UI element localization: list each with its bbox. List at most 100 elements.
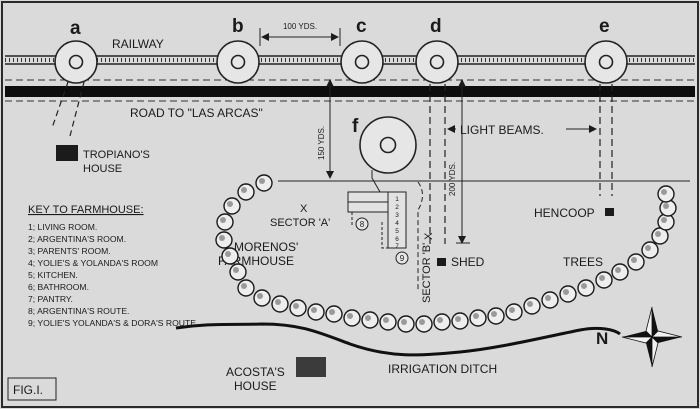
room-number: 6	[395, 236, 399, 243]
key-item: 5; KITCHEN.	[28, 270, 78, 280]
acosta-label-2: HOUSE	[234, 379, 277, 393]
light-station-e	[584, 40, 628, 84]
tree-shade	[227, 201, 233, 207]
station-d-label: d	[430, 16, 442, 37]
trees-label: TREES	[563, 255, 603, 269]
tropiano-label-1: TROPIANO'S	[83, 149, 150, 161]
station-a-label: a	[70, 18, 81, 39]
tree-shade	[527, 301, 533, 307]
key-item: 7; PANTRY.	[28, 294, 73, 304]
route-8-label: 8	[360, 220, 365, 229]
room-number: 1	[395, 196, 399, 203]
tree-shade	[545, 295, 551, 301]
tree-shade	[661, 189, 667, 195]
tree-shade	[419, 319, 425, 325]
key-item: 4; YOLIE'S & YOLANDA'S ROOM	[28, 258, 158, 268]
distance-100-label: 100 YDS.	[283, 22, 317, 31]
room-numbers: 1 2 3 4 5 6 7	[395, 196, 399, 250]
route-8-marker	[355, 217, 369, 231]
tree-shade	[311, 307, 317, 313]
tree-shade	[615, 267, 621, 273]
tropiano-label-2: HOUSE	[83, 163, 122, 175]
figure-label-box	[7, 377, 57, 401]
sector-a-label: SECTOR 'A'	[270, 217, 330, 229]
key-title: KEY TO FARMHOUSE:	[28, 204, 144, 216]
morenos-label-1: MORENOS'	[234, 240, 298, 254]
tree-shade	[581, 283, 587, 289]
light-station-b	[216, 40, 260, 84]
key-item: 9; YOLIE'S YOLANDA'S & DORA'S ROUTE.	[28, 318, 198, 328]
acosta-house-marker	[296, 357, 326, 377]
tree-shade	[455, 316, 461, 322]
figure-label: FIG.I.	[13, 383, 43, 397]
tree-shade	[225, 251, 231, 257]
tree-shade	[655, 231, 661, 237]
tree-shade	[509, 307, 515, 313]
tree-shade	[233, 267, 239, 273]
route-9-label: 9	[400, 254, 405, 263]
road-label: ROAD TO "LAS ARCAS"	[130, 106, 263, 120]
room-number: 3	[395, 212, 399, 219]
tree-shade	[259, 178, 265, 184]
key-item: 2; ARGENTINA'S ROOM.	[28, 234, 126, 244]
tree-shade	[365, 315, 371, 321]
key-item: 8; ARGENTINA'S ROUTE.	[28, 306, 129, 316]
road	[5, 86, 695, 97]
beam-a-left	[51, 81, 69, 129]
shed-label: SHED	[451, 255, 485, 269]
hencoop-marker	[605, 208, 614, 216]
tree-shade	[437, 317, 443, 323]
tree-shade	[241, 283, 247, 289]
farmhouse-plan	[347, 191, 407, 249]
route-9-marker	[395, 251, 409, 265]
route-9-path	[381, 222, 400, 249]
route-sector-b	[417, 181, 423, 290]
room-number: 2	[395, 204, 399, 211]
station-b-label: b	[232, 16, 244, 37]
key-item: 1; LIVING ROOM.	[28, 222, 97, 232]
distance-150-label: 150 YDS.	[317, 126, 326, 160]
north-compass-icon	[621, 306, 683, 368]
light-station-a	[54, 40, 98, 84]
north-label: N	[596, 329, 608, 348]
tree-line	[215, 174, 677, 333]
light-beams-label: LIGHT BEAMS.	[460, 123, 544, 137]
room-number: 7	[395, 243, 399, 250]
tree-shade	[663, 203, 669, 209]
tropiano-house-marker	[56, 145, 78, 161]
distance-100-yds	[259, 28, 341, 46]
station-f-label: f	[352, 116, 359, 137]
tree-shade	[347, 313, 353, 319]
tree-shade	[383, 317, 389, 323]
railway-label: RAILWAY	[112, 37, 164, 51]
tree-shade	[329, 309, 335, 315]
tree-shade	[599, 275, 605, 281]
station-e-label: e	[599, 16, 610, 37]
farmhouse-key: KEY TO FARMHOUSE: 1; LIVING ROOM. 2; ARG…	[28, 204, 198, 328]
room-number: 4	[395, 220, 399, 227]
hencoop-label: HENCOOP	[534, 206, 595, 220]
tree-shade	[401, 319, 407, 325]
light-station-f	[359, 116, 417, 174]
light-station-c	[340, 40, 384, 84]
distance-200-label: 200 YDS.	[448, 162, 457, 196]
irrigation-label: IRRIGATION DITCH	[388, 362, 497, 376]
sector-b-label: SECTOR 'B'	[421, 243, 433, 303]
x-mark-a: X	[300, 203, 308, 215]
tree-shade	[257, 293, 263, 299]
tree-shade	[241, 187, 247, 193]
tree-shade	[275, 299, 281, 305]
tree-shade	[473, 313, 479, 319]
tree-shade	[220, 217, 226, 223]
tree-shade	[219, 235, 225, 241]
distance-200-yds	[456, 79, 470, 244]
room-number: 5	[395, 228, 399, 235]
tree-shade	[293, 303, 299, 309]
route-to-f	[371, 170, 381, 193]
tree-shade	[491, 311, 497, 317]
shed-marker	[437, 258, 446, 266]
acosta-label-1: ACOSTA'S	[226, 365, 285, 379]
key-item: 6; BATHROOM.	[28, 282, 89, 292]
